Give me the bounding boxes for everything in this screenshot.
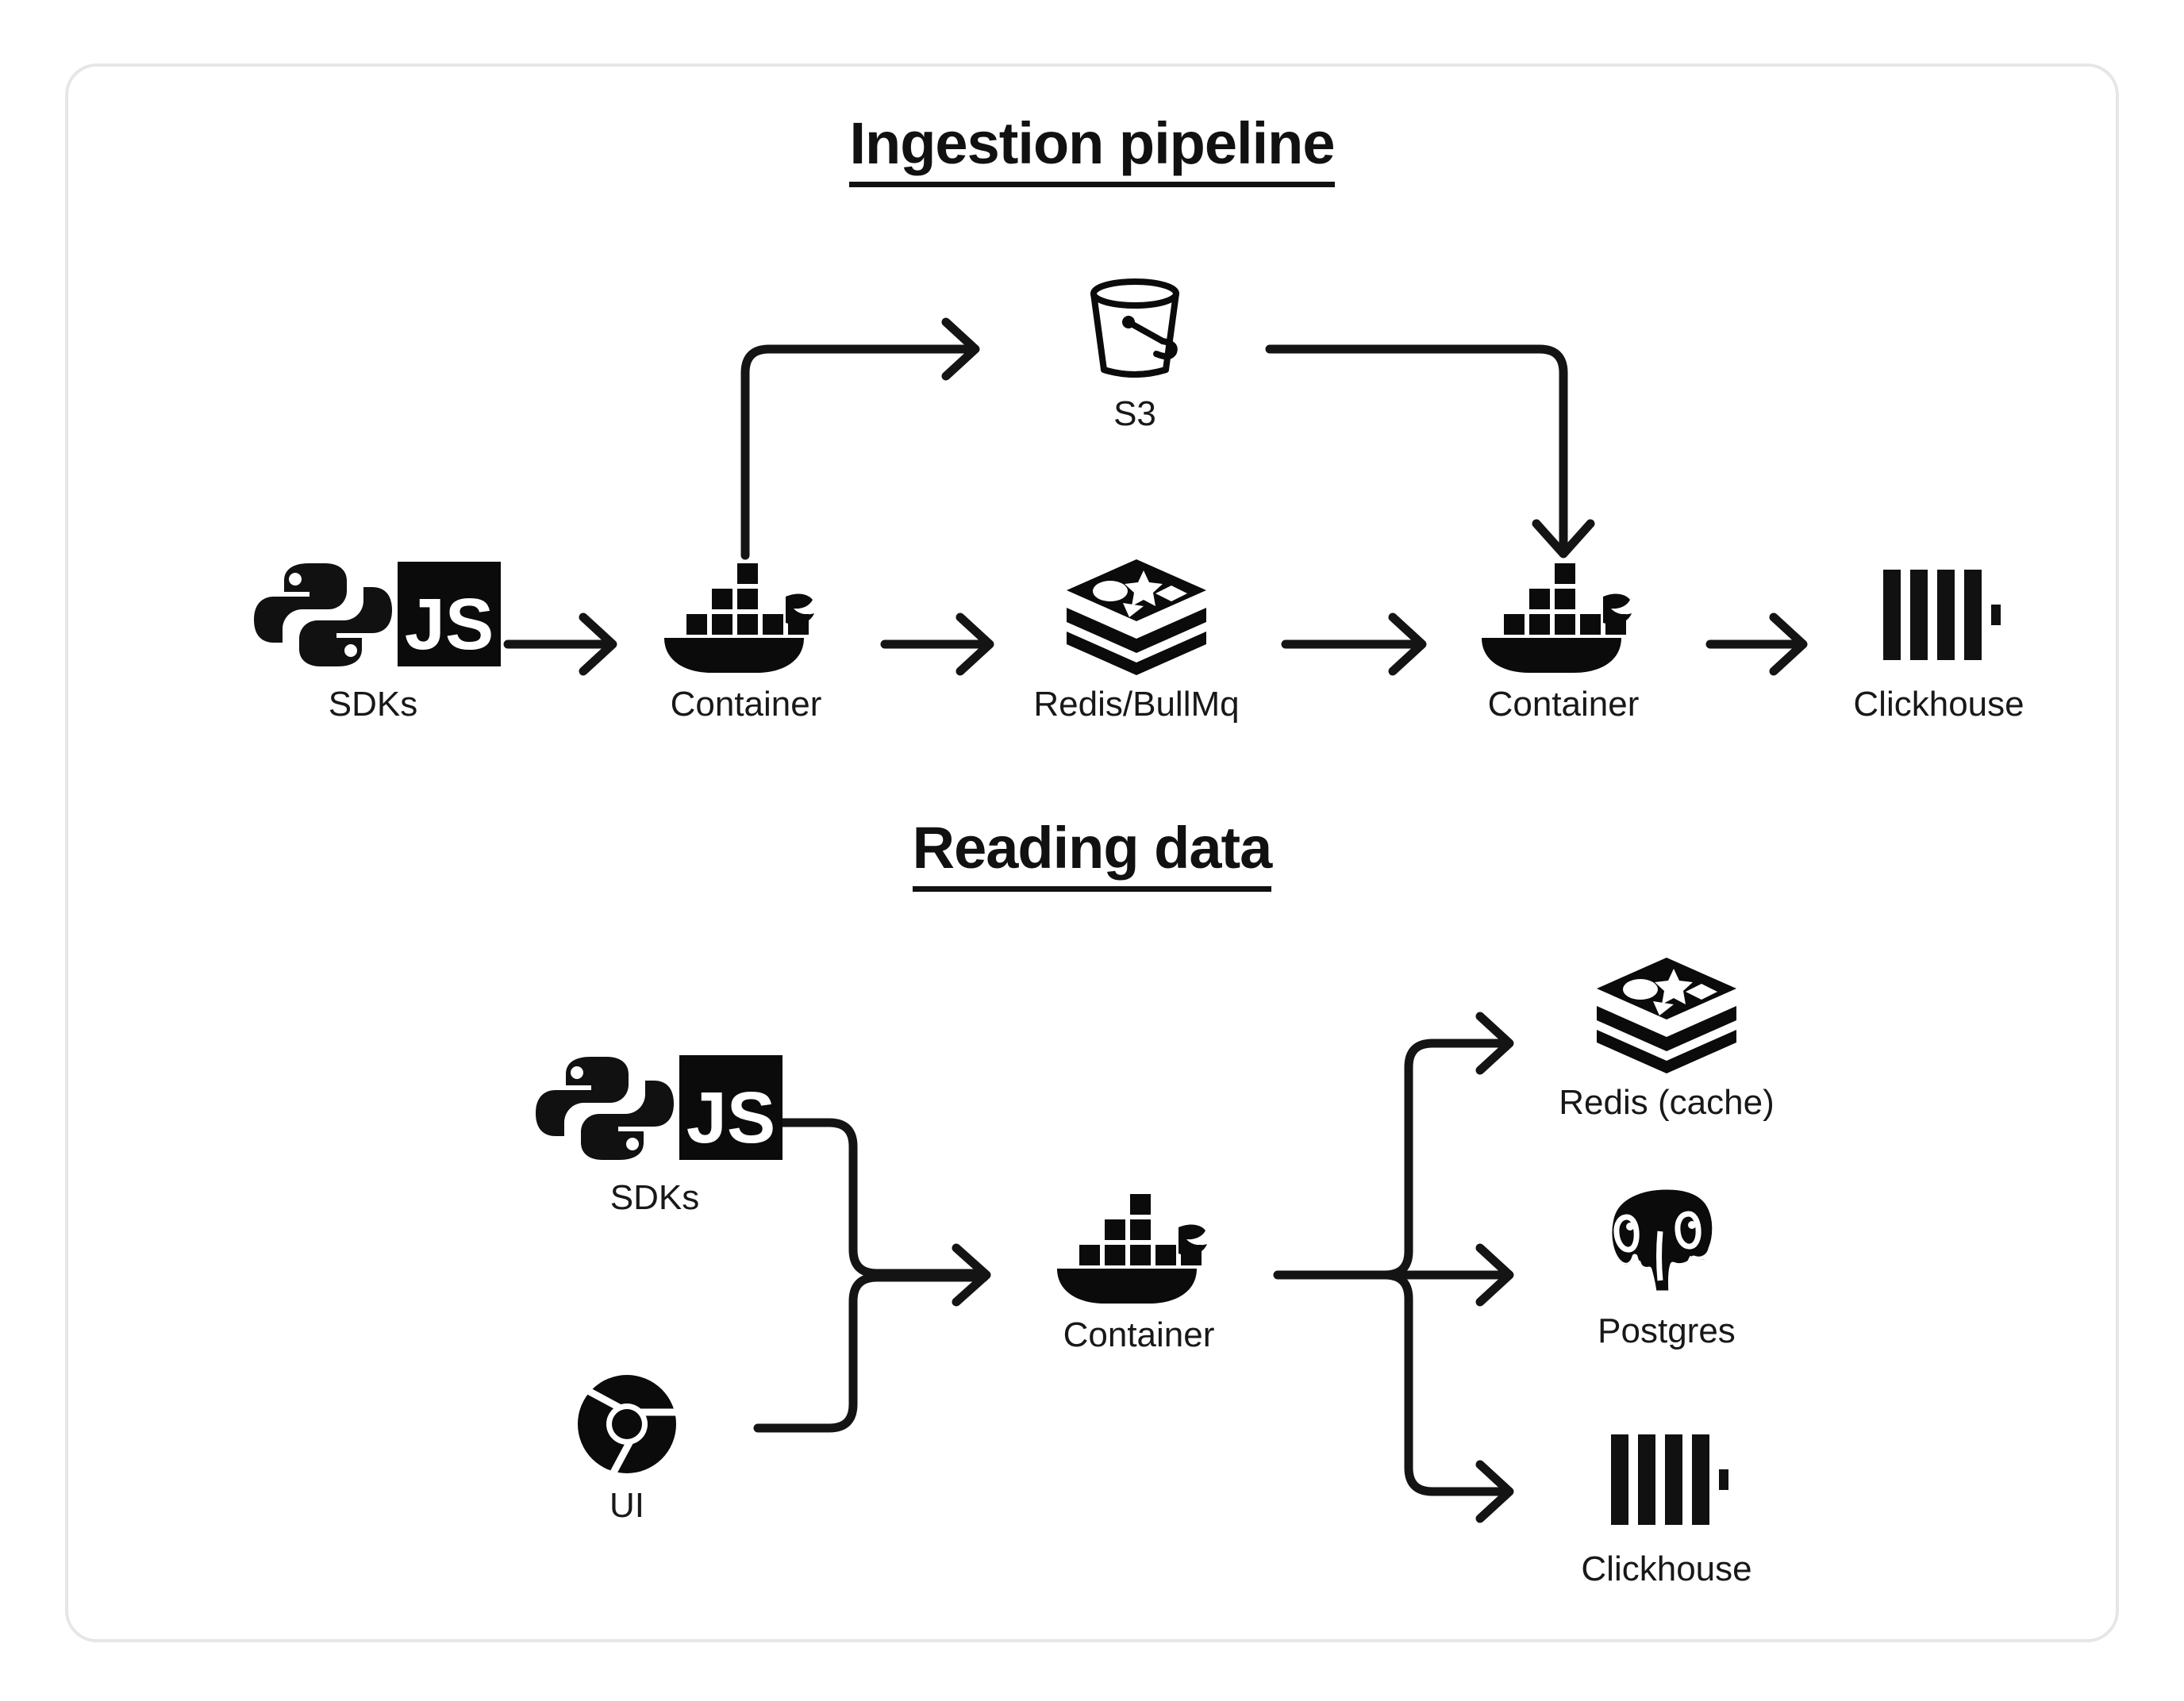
node-container-reading[interactable]: Container	[1004, 1186, 1274, 1354]
javascript-logo-icon: JS	[398, 562, 501, 666]
section-title-ingestion-text: Ingestion pipeline	[849, 109, 1336, 187]
node-sdks-ingestion[interactable]: JS SDKs	[238, 555, 508, 724]
section-title-reading-text: Reading data	[912, 814, 1272, 892]
python-logo-icon	[536, 1057, 674, 1160]
node-label: Postgres	[1598, 1311, 1736, 1350]
section-title-ingestion: Ingestion pipeline	[0, 109, 2184, 187]
node-label: Container	[1487, 685, 1640, 724]
postgres-elephant-icon	[1595, 1182, 1738, 1301]
node-label: Container	[1063, 1315, 1215, 1354]
redis-stack-icon	[1061, 555, 1212, 675]
node-label: Redis/BullMq	[1033, 685, 1240, 724]
python-logo-icon	[254, 563, 392, 666]
docker-whale-icon	[655, 555, 837, 674]
docker-whale-icon	[1048, 1186, 1230, 1305]
clickhouse-bars-icon	[1875, 555, 2002, 674]
node-ui[interactable]: UI	[492, 1373, 762, 1525]
node-clickhouse-ingest[interactable]: Clickhouse	[1804, 555, 2074, 724]
section-title-reading: Reading data	[0, 814, 2184, 892]
node-label: Clickhouse	[1581, 1549, 1752, 1588]
node-postgres[interactable]: Postgres	[1532, 1182, 1801, 1350]
node-clickhouse-reading[interactable]: Clickhouse	[1532, 1420, 1801, 1588]
diagram-card	[65, 63, 2119, 1642]
js-badge-text: JS	[405, 584, 494, 665]
js-badge-text: JS	[686, 1077, 776, 1158]
javascript-logo-icon: JS	[679, 1055, 782, 1160]
node-label: UI	[609, 1486, 644, 1525]
node-label: SDKs	[609, 1178, 700, 1217]
docker-whale-icon	[1472, 555, 1655, 674]
node-redis-bullmq[interactable]: Redis/BullMq	[1002, 555, 1271, 724]
node-s3[interactable]: S3	[1000, 276, 1270, 433]
clickhouse-bars-icon	[1603, 1420, 1730, 1539]
node-container-ingest-1[interactable]: Container	[611, 555, 881, 724]
node-sdks-reading[interactable]: JS SDKs	[520, 1049, 790, 1217]
node-redis-cache[interactable]: Redis (cache)	[1532, 954, 1801, 1122]
s3-bucket-icon	[1079, 276, 1190, 384]
node-label: S3	[1113, 394, 1156, 433]
node-label: Container	[670, 685, 822, 724]
node-container-ingest-2[interactable]: Container	[1428, 555, 1698, 724]
node-label: Redis (cache)	[1559, 1083, 1774, 1122]
chrome-browser-icon	[575, 1373, 679, 1476]
python-js-sdk-icon: JS	[532, 1049, 782, 1168]
redis-stack-icon	[1591, 954, 1742, 1073]
node-label: SDKs	[328, 685, 418, 724]
python-js-sdk-icon: JS	[250, 555, 501, 674]
node-label: Clickhouse	[1853, 685, 2024, 724]
